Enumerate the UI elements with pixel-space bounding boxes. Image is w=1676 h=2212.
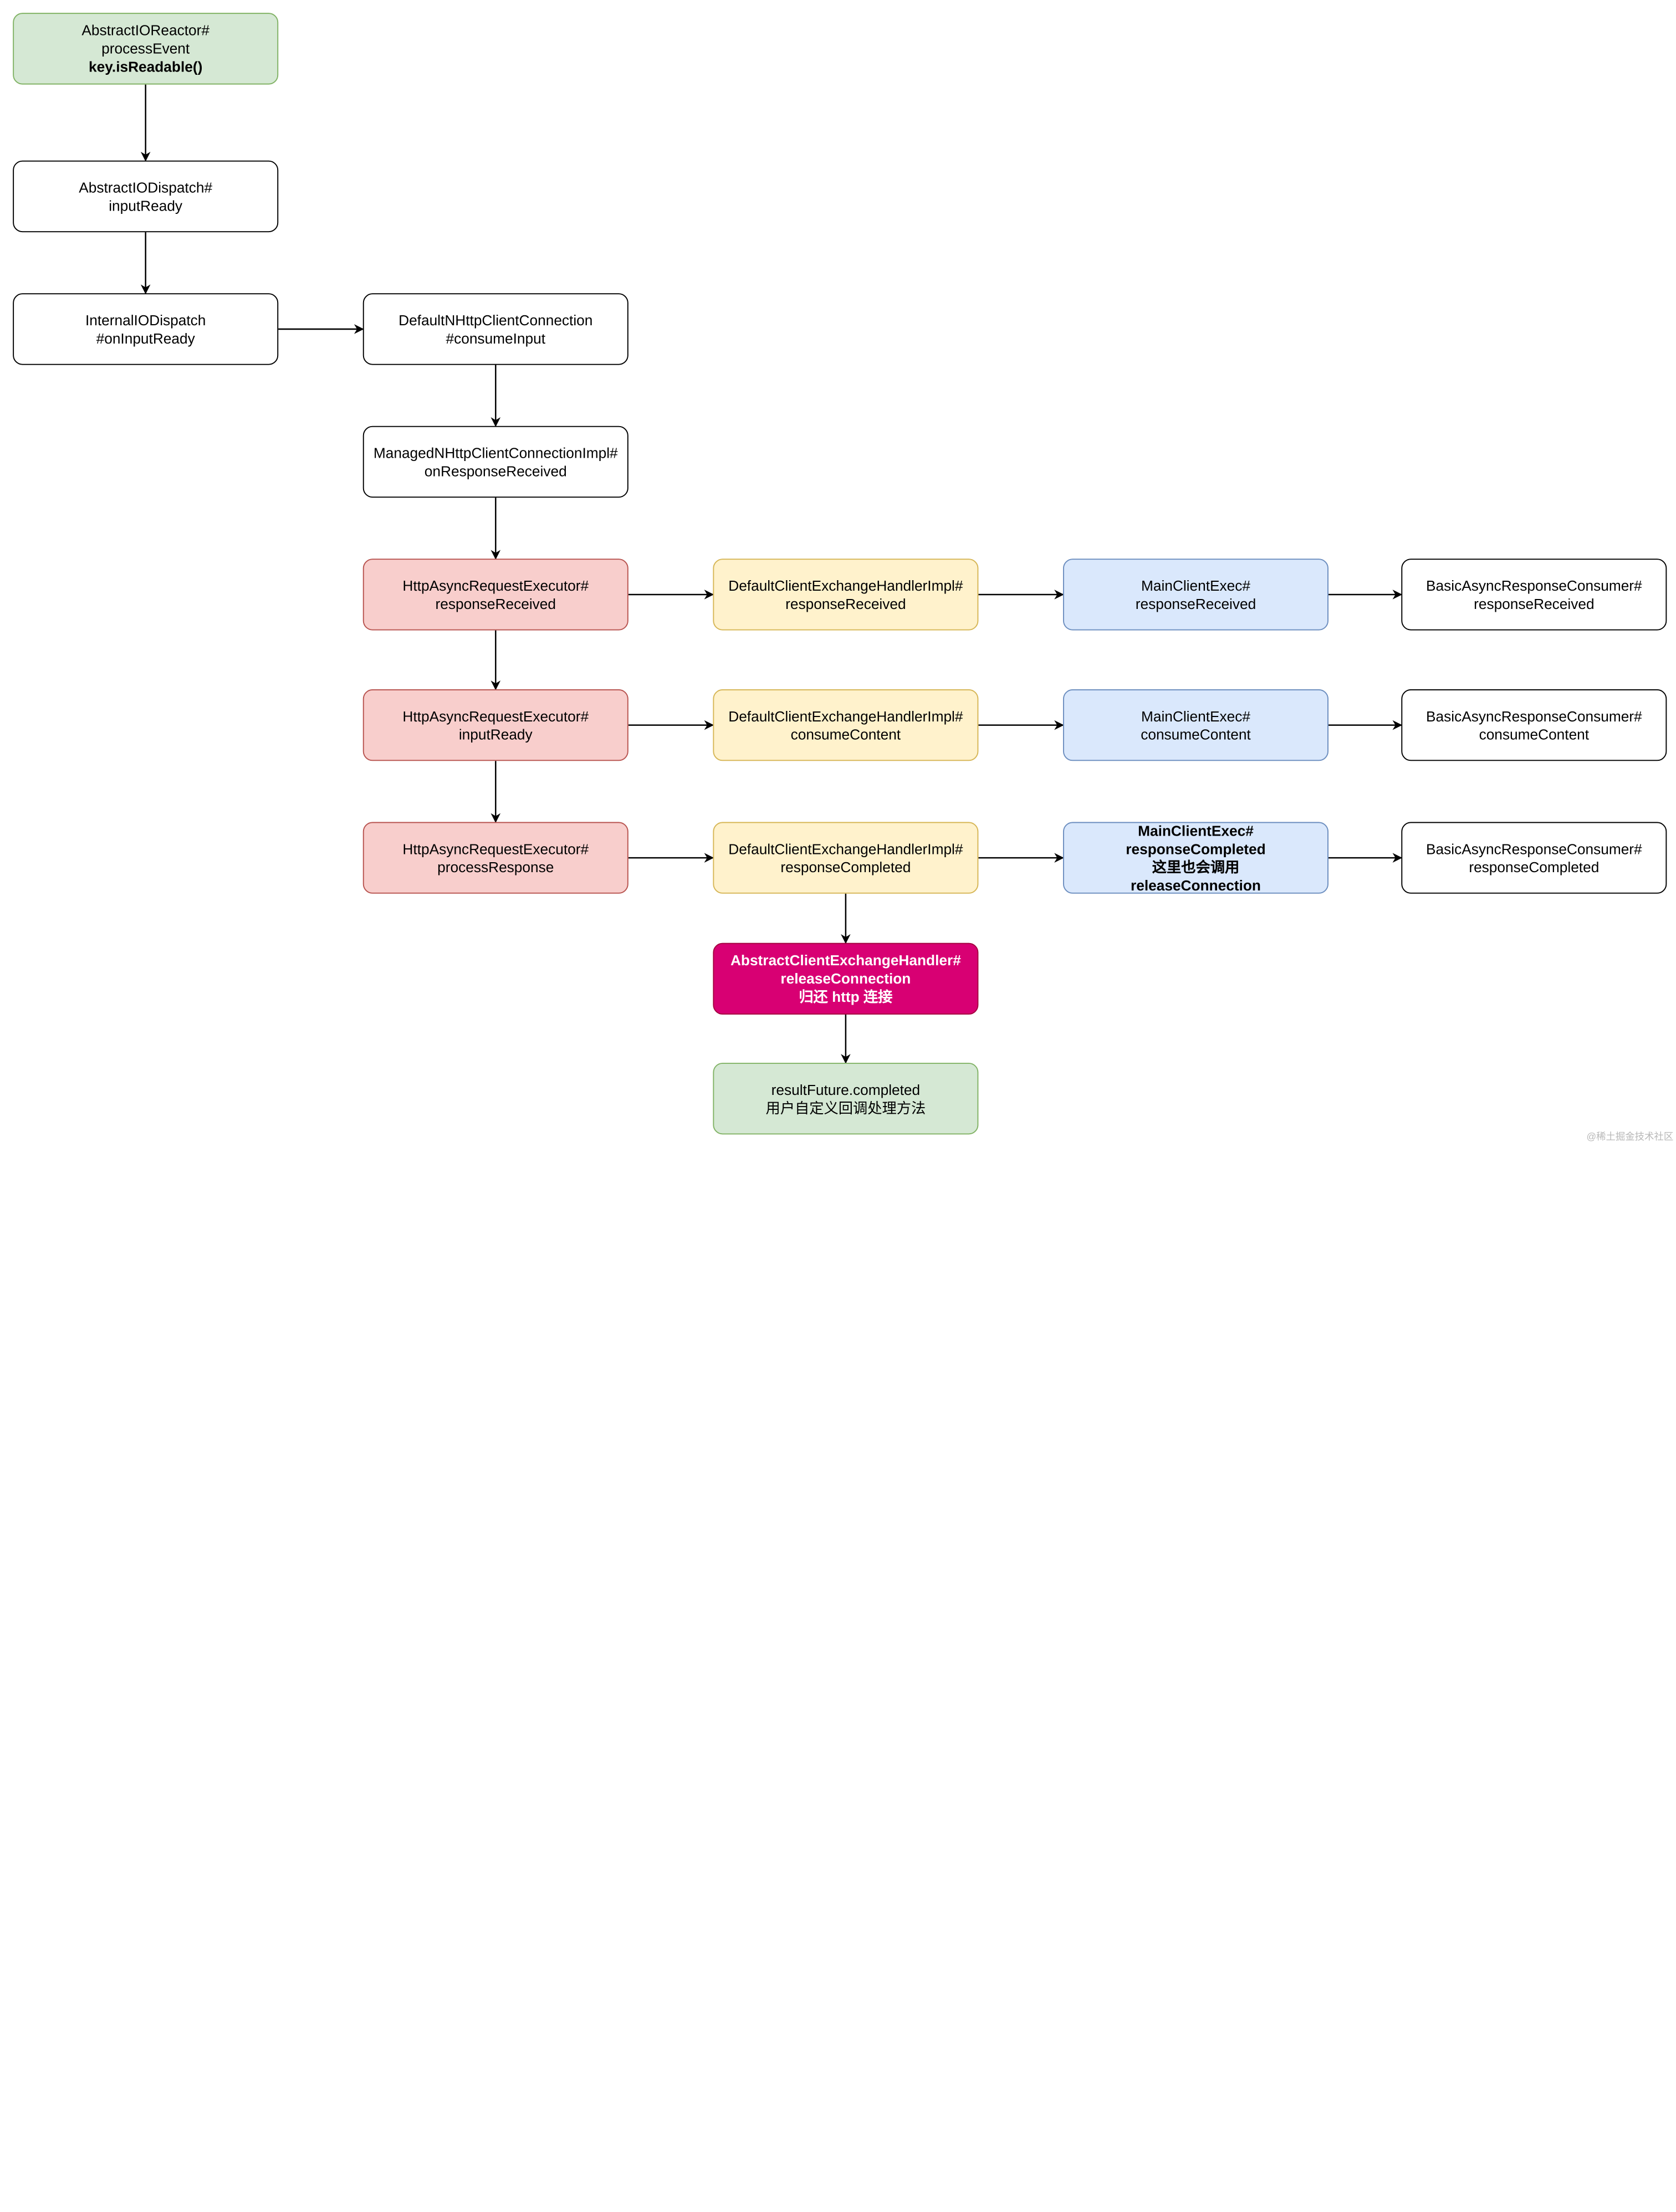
- node-label: AbstractClientExchangeHandler#releaseCon…: [730, 951, 961, 1006]
- node-label-line: processResponse: [437, 859, 554, 875]
- node-label-line: AbstractClientExchangeHandler#: [730, 953, 961, 969]
- node-label-line: consumeContent: [1479, 726, 1590, 743]
- node-label: HttpAsyncRequestExecutor# processResponse: [402, 839, 589, 876]
- node-label: BasicAsyncResponseConsumer# responseCompl…: [1426, 839, 1642, 876]
- node-abstract-io-dispatch-input-ready: AbstractIODispatch#inputReady: [13, 160, 279, 233]
- node-label-line: responseReceived: [785, 595, 906, 612]
- node-basic-async-response-consumer-response-completed: BasicAsyncResponseConsumer# responseCompl…: [1401, 822, 1667, 894]
- edge-layer: [140, 84, 1403, 1064]
- node-label-line: consumeContent: [790, 726, 901, 743]
- node-basic-async-response-consumer-consume-content: BasicAsyncResponseConsumer# consumeConten…: [1401, 689, 1667, 761]
- node-label-line: HttpAsyncRequestExecutor#: [402, 577, 589, 594]
- node-label-line: onResponseReceived: [424, 463, 567, 479]
- node-label-line: BasicAsyncResponseConsumer#: [1425, 841, 1642, 857]
- node-http-async-request-executor-response-received: HttpAsyncRequestExecutor#responseReceive…: [362, 559, 628, 631]
- node-label-line: responseReceived: [1135, 595, 1256, 612]
- node-abstract-client-exchange-handler-release-connection: AbstractClientExchangeHandler#releaseCon…: [713, 943, 979, 1015]
- node-label-line: resultFuture.completed: [771, 1081, 921, 1098]
- node-label: MainClientExec#responseReceived: [1136, 576, 1256, 613]
- node-label-line: key.isReadable(): [89, 59, 203, 75]
- node-label: HttpAsyncRequestExecutor# inputReady: [402, 707, 589, 744]
- node-label: InternalIODispatch#onInputReady: [85, 311, 206, 347]
- node-label-line: BasicAsyncResponseConsumer#: [1425, 577, 1642, 594]
- node-label-line: DefaultNHttpClientConnection: [398, 312, 593, 329]
- node-label-line: inputReady: [458, 726, 533, 743]
- node-label-line: MainClientExec#: [1141, 577, 1250, 594]
- node-label: BasicAsyncResponseConsumer#responseRecei…: [1426, 576, 1642, 613]
- node-label: DefaultNHttpClientConnection#consumeInpu…: [398, 311, 592, 347]
- node-main-client-exec-consume-content: MainClientExec# consumeContent: [1062, 689, 1328, 761]
- node-label: DefaultClientExchangeHandlerImpl# consume…: [728, 707, 963, 744]
- node-label-line: responseCompleted: [780, 859, 911, 875]
- node-http-async-request-executor-process-response: HttpAsyncRequestExecutor# processResponse: [362, 822, 628, 894]
- node-default-client-exchange-handler-response-received: DefaultClientExchangeHandlerImpl#respons…: [713, 559, 979, 631]
- node-label-line: InternalIODispatch: [85, 312, 206, 329]
- node-label-line: inputReady: [109, 197, 183, 214]
- node-internal-io-dispatch-on-input-ready: InternalIODispatch#onInputReady: [13, 293, 279, 365]
- node-label-line: #consumeInput: [446, 330, 546, 346]
- node-label: AbstractIODispatch#inputReady: [79, 178, 212, 215]
- node-label-line: MainClientExec#: [1138, 822, 1254, 839]
- node-label: BasicAsyncResponseConsumer# consumeConten…: [1426, 707, 1642, 744]
- node-label: ManagedNHttpClientConnectionImpl# onRespo…: [374, 444, 618, 480]
- node-basic-async-response-consumer-response-received: BasicAsyncResponseConsumer#responseRecei…: [1401, 559, 1667, 631]
- node-label-line: HttpAsyncRequestExecutor#: [402, 708, 589, 724]
- node-label: DefaultClientExchangeHandlerImpl# respons…: [728, 839, 963, 876]
- node-main-client-exec-response-received: MainClientExec#responseReceived: [1062, 559, 1328, 631]
- node-label-line: responseReceived: [1474, 595, 1595, 612]
- node-label-line: responseCompleted: [1126, 841, 1266, 857]
- node-label-line: releaseConnection: [1130, 877, 1261, 893]
- node-label-line: processEvent: [101, 40, 190, 57]
- node-label: AbstractIOReactor#processEvent key.isRead…: [81, 22, 209, 76]
- node-http-async-request-executor-input-ready: HttpAsyncRequestExecutor# inputReady: [362, 689, 628, 761]
- node-label-line: HttpAsyncRequestExecutor#: [402, 841, 589, 857]
- node-label-line: 用户自定义回调处理方法: [765, 1099, 926, 1116]
- node-label: MainClientExec# consumeContent: [1141, 707, 1251, 744]
- node-label-line: responseReceived: [435, 595, 556, 612]
- node-label-line: MainClientExec#: [1141, 708, 1250, 724]
- node-default-nhttp-client-connection-consume-input: DefaultNHttpClientConnection#consumeInpu…: [362, 293, 628, 365]
- node-label-line: releaseConnection: [780, 970, 911, 987]
- node-label-line: DefaultClientExchangeHandlerImpl#: [728, 841, 963, 857]
- watermark: @稀土掘金技术社区: [1586, 1131, 1674, 1142]
- node-label: HttpAsyncRequestExecutor#responseReceive…: [402, 576, 589, 613]
- node-label-line: AbstractIODispatch#: [79, 179, 213, 196]
- node-label-line: consumeContent: [1141, 726, 1251, 743]
- node-label-line: ManagedNHttpClientConnectionImpl#: [373, 444, 618, 461]
- node-managed-nhttp-client-connection-on-response-received: ManagedNHttpClientConnectionImpl# onRespo…: [362, 426, 628, 498]
- node-abstract-io-reactor-process-event: AbstractIOReactor#processEvent key.isRead…: [13, 13, 279, 85]
- node-label: MainClientExec# responseCompleted 这里也会调用 re…: [1126, 821, 1265, 894]
- node-label-line: DefaultClientExchangeHandlerImpl#: [728, 708, 963, 724]
- node-default-client-exchange-handler-consume-content: DefaultClientExchangeHandlerImpl# consume…: [713, 689, 979, 761]
- node-label-line: 这里也会调用: [1152, 859, 1240, 875]
- node-label-line: 归还 http 连接: [799, 989, 893, 1005]
- node-label-line: #onInputReady: [96, 330, 195, 346]
- node-label-line: BasicAsyncResponseConsumer#: [1425, 708, 1642, 724]
- node-default-client-exchange-handler-response-completed: DefaultClientExchangeHandlerImpl# respons…: [713, 822, 979, 894]
- node-label-line: responseCompleted: [1469, 859, 1600, 875]
- node-label-line: DefaultClientExchangeHandlerImpl#: [728, 577, 963, 594]
- node-label-line: AbstractIOReactor#: [81, 22, 209, 39]
- node-label: DefaultClientExchangeHandlerImpl#respons…: [728, 576, 963, 613]
- node-main-client-exec-response-completed: MainClientExec# responseCompleted 这里也会调用 re…: [1062, 821, 1328, 894]
